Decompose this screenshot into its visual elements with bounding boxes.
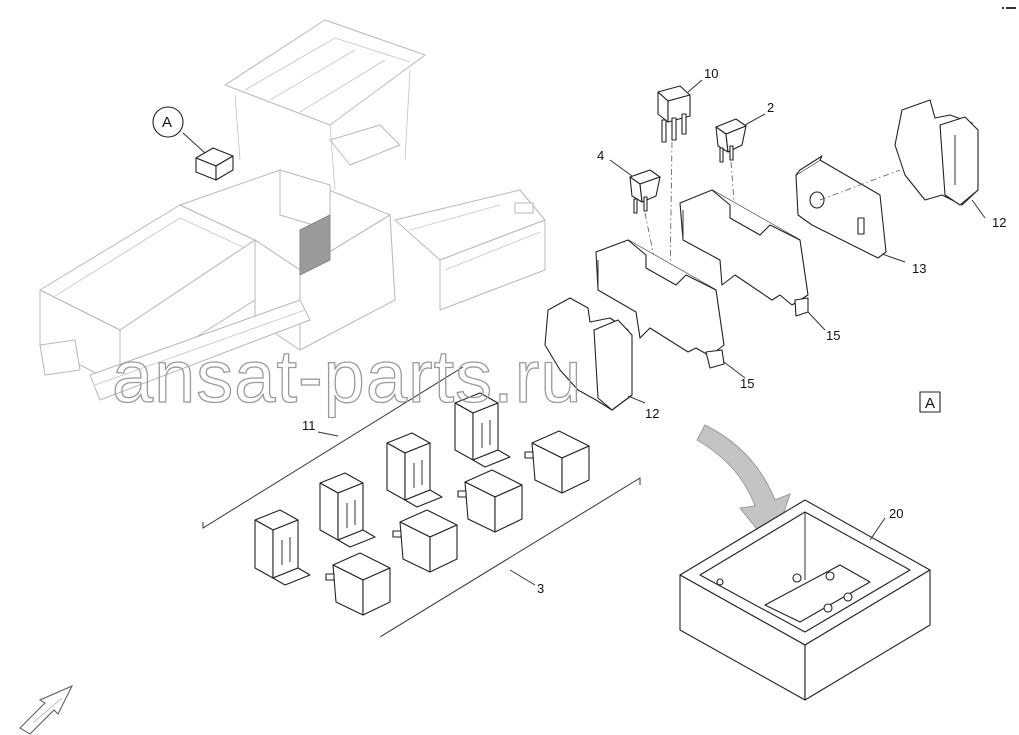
callout-15-upper: 15 [826, 328, 840, 343]
relay-bracket [319, 472, 376, 548]
relay-group [254, 392, 590, 616]
relay-cube [524, 430, 590, 494]
part-end-plate-13 [795, 155, 901, 259]
part-fuse-2 [715, 118, 747, 216]
relay-bracket [454, 392, 511, 468]
detail-box-label: A [925, 395, 935, 412]
relay-cube [325, 552, 391, 616]
callout-3: 3 [537, 581, 544, 596]
part-fuse-holder-15-upper [679, 189, 809, 317]
callout-12-upper: 12 [992, 215, 1006, 230]
callout-20: 20 [889, 506, 903, 521]
callout-11: 11 [302, 418, 316, 433]
detail-circle-a [152, 106, 184, 138]
callout-10: 10 [704, 66, 718, 81]
callout-4: 4 [597, 148, 604, 163]
part-fuse-4 [629, 169, 661, 263]
group-bracket-11 [202, 366, 464, 529]
part-connector-10 [657, 85, 691, 283]
corner-mark-icon [1001, 6, 1016, 10]
detail-circle-label: A [162, 114, 172, 131]
paver-machine [39, 19, 546, 401]
callout-12-lower: 12 [645, 406, 659, 421]
part-fuse-holder-15-lower [595, 239, 725, 369]
part-end-clamp-12-upper [894, 99, 979, 206]
enclosure-box-20 [679, 499, 931, 701]
callout-leaders [609, 79, 986, 404]
relay-cube [457, 469, 523, 533]
group-bracket-3 [379, 477, 641, 638]
callout-2: 2 [767, 100, 774, 115]
callout-15-lower: 15 [740, 376, 754, 391]
watermark: ansat-parts.ru [112, 335, 583, 418]
detail-box-a [919, 391, 941, 413]
relay-bracket [254, 509, 311, 586]
orientation-arrow-icon [19, 684, 74, 735]
detail-location-box [182, 132, 234, 181]
relay-cube [392, 509, 458, 573]
relay-bracket [386, 432, 443, 508]
callout-13: 13 [912, 261, 926, 276]
part-end-clamp-12-lower [544, 297, 633, 411]
